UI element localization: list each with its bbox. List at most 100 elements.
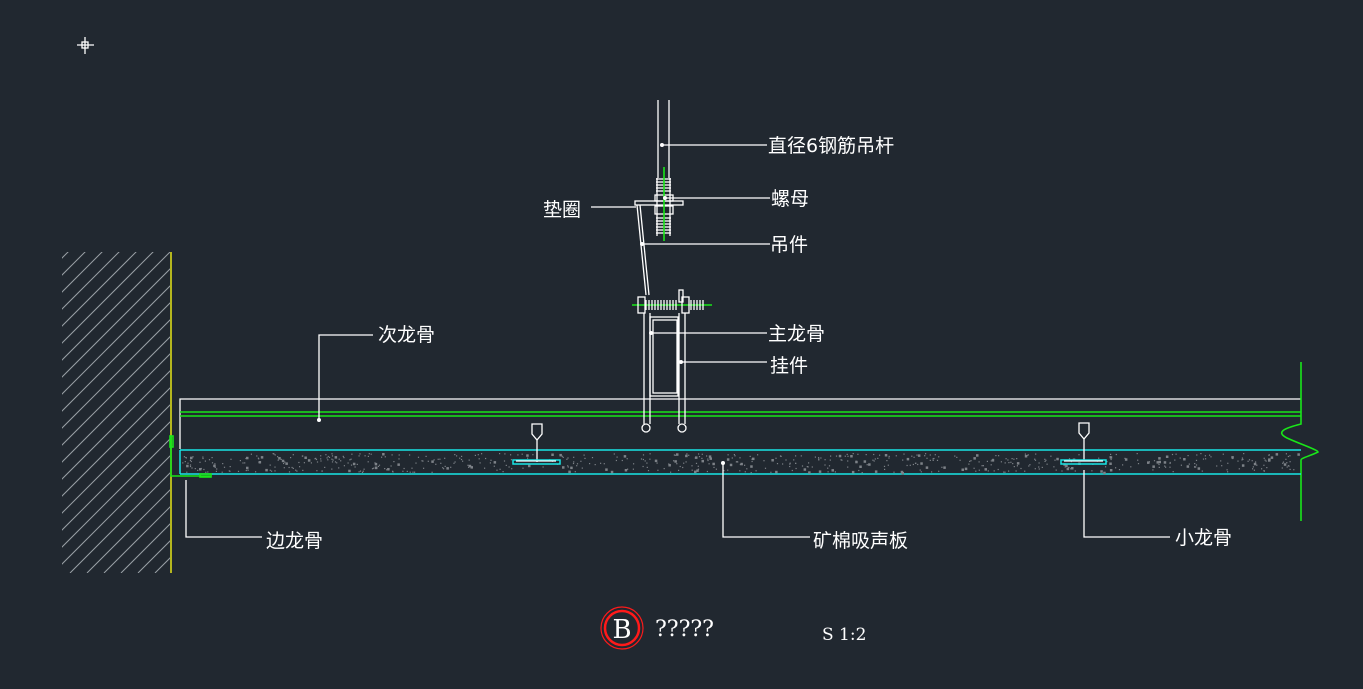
texture-dot — [814, 456, 816, 458]
texture-dot — [932, 458, 934, 460]
texture-dot — [847, 466, 849, 468]
texture-dot — [382, 453, 385, 456]
texture-dot — [895, 455, 897, 457]
texture-dot — [679, 465, 681, 468]
texture-dot — [1000, 461, 1002, 463]
texture-dot — [316, 470, 318, 472]
texture-dot — [1050, 455, 1052, 457]
mineral-wool-panel — [179, 449, 1301, 475]
texture-dot — [1252, 468, 1254, 470]
texture-dot — [229, 470, 231, 472]
texture-dot — [208, 459, 211, 461]
texture-dot — [214, 463, 216, 465]
texture-dot — [350, 458, 352, 460]
texture-dot — [551, 453, 554, 456]
texture-dot — [1263, 470, 1265, 472]
hatch-line — [62, 404, 170, 514]
texture-dot — [902, 459, 904, 461]
hanger-rod — [634, 100, 684, 241]
texture-dot — [349, 459, 351, 461]
texture-dot — [1286, 466, 1288, 468]
texture-dot — [288, 471, 291, 473]
hatch-line — [0, 243, 9, 573]
texture-dot — [1007, 459, 1009, 461]
texture-dot — [324, 466, 326, 468]
texture-dot — [649, 458, 651, 460]
texture-dot — [726, 458, 730, 461]
texture-dot — [508, 466, 510, 468]
texture-dot — [676, 463, 678, 465]
texture-dot — [808, 462, 810, 464]
texture-dot — [453, 462, 455, 464]
texture-dot — [186, 471, 188, 473]
texture-dot — [632, 468, 634, 470]
texture-dot — [576, 465, 578, 467]
texture-dot — [479, 462, 481, 464]
texture-dot — [906, 464, 908, 467]
texture-dot — [1288, 465, 1290, 467]
texture-dot — [1282, 461, 1285, 463]
texture-dot — [800, 455, 802, 457]
texture-dot — [1028, 465, 1030, 467]
texture-dot — [222, 463, 224, 465]
texture-dot — [872, 459, 874, 461]
texture-dot — [990, 464, 992, 466]
texture-dot — [393, 461, 395, 463]
texture-dot — [712, 462, 715, 466]
texture-dot — [808, 471, 811, 474]
label-clip: 挂件 — [770, 355, 808, 377]
texture-dot — [791, 469, 793, 472]
texture-dot — [1109, 456, 1111, 458]
texture-dot — [1237, 460, 1239, 462]
texture-dot — [866, 464, 868, 466]
texture-dot — [818, 458, 820, 460]
texture-dot — [729, 463, 733, 467]
texture-dot — [591, 457, 594, 459]
texture-dot — [740, 462, 743, 466]
texture-dot — [1068, 458, 1071, 460]
label-nut: 螺母 — [771, 188, 809, 210]
texture-dot — [1264, 459, 1266, 461]
texture-dot — [574, 471, 576, 473]
texture-dot — [877, 457, 879, 459]
hatch-line — [62, 438, 170, 548]
texture-dot — [1158, 460, 1161, 464]
hatch-line — [86, 489, 170, 573]
texture-dot — [820, 457, 822, 459]
cross-tee-right — [1060, 422, 1107, 465]
texture-dot — [986, 460, 988, 462]
texture-dot — [184, 461, 186, 463]
texture-dot — [818, 459, 820, 461]
texture-dot — [646, 462, 648, 464]
texture-dot — [605, 468, 608, 471]
texture-dot — [1035, 453, 1037, 455]
texture-dot — [978, 461, 980, 463]
texture-dot — [685, 454, 688, 458]
texture-dot — [708, 463, 710, 465]
texture-dot — [490, 459, 492, 461]
texture-dot — [258, 461, 262, 464]
texture-dot — [412, 471, 414, 473]
texture-dot — [583, 454, 585, 456]
texture-dot — [782, 463, 784, 465]
texture-dot — [367, 455, 369, 457]
texture-dot — [202, 457, 204, 460]
texture-dot — [827, 467, 829, 469]
texture-dot — [402, 470, 404, 472]
texture-dot — [1110, 453, 1112, 455]
bolt — [632, 289, 712, 314]
texture-dot — [1068, 466, 1070, 469]
texture-dot — [874, 470, 878, 473]
texture-dot — [371, 468, 374, 470]
texture-dot — [446, 467, 448, 469]
texture-dot — [467, 464, 469, 466]
texture-dot — [1201, 470, 1203, 472]
hatch-line — [62, 252, 86, 276]
texture-dot — [570, 466, 573, 470]
texture-dot — [888, 455, 890, 457]
texture-dot — [673, 460, 675, 462]
texture-dot — [920, 471, 922, 473]
texture-dot — [1008, 462, 1010, 464]
texture-dot — [1156, 461, 1159, 464]
